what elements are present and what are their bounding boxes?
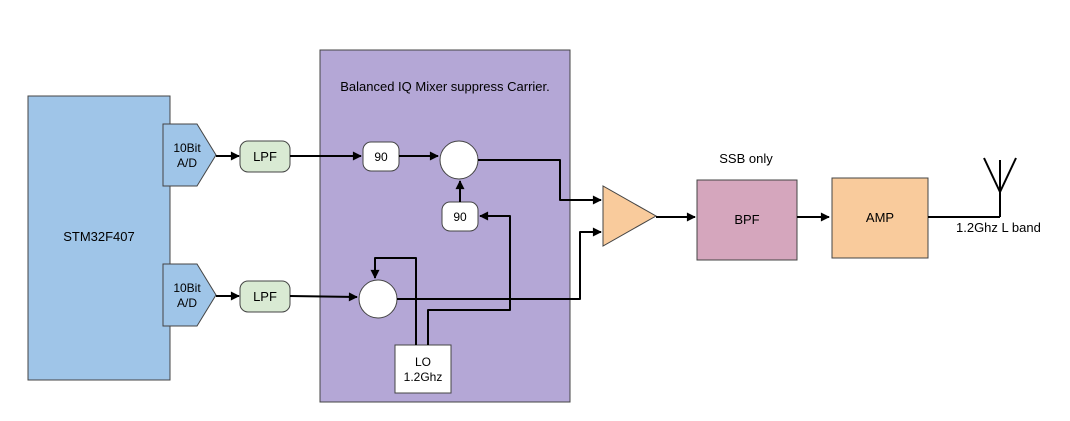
amp-label: AMP [866, 210, 894, 225]
mcu-block [27, 95, 171, 381]
phase-90-lo-label: 90 [453, 210, 467, 224]
lpf-bottom-label: LPF [253, 289, 277, 304]
wire-lo-to-mixer-bottom [370, 257, 417, 345]
phase-90-i-label: 90 [374, 150, 388, 164]
mcu-label: STM32F407 [63, 229, 135, 244]
adc-bottom-block [162, 263, 217, 327]
amp-block [831, 177, 929, 259]
bpf-block [696, 179, 798, 261]
mixer-region-title: Balanced IQ Mixer suppress Carrier. [340, 79, 550, 94]
adc-top-label-line2: A/D [177, 156, 197, 170]
antenna-right-arm-icon [999, 157, 1017, 193]
wire-mixer-bottom-to-combiner [397, 227, 602, 300]
wire-lpf-bottom-to-mixer-bottom [289, 292, 358, 302]
mixer-bottom-node [358, 279, 398, 319]
lo-block [394, 344, 452, 394]
lo-label-line1: LO [415, 355, 431, 369]
adc-bottom-label-line1: 10Bit [173, 281, 201, 295]
adc-top-block [162, 123, 217, 187]
wire-lo-to-phase90lo [427, 211, 511, 345]
lo-label-line2: 1.2Ghz [404, 370, 443, 384]
adc-bottom-label-line2: A/D [177, 296, 197, 310]
bpf-label: BPF [734, 212, 759, 227]
antenna-left-arm-icon [983, 157, 1001, 193]
mixer-top-node [439, 140, 479, 180]
lpf-top-label: LPF [253, 149, 277, 164]
output-band-label: 1.2Ghz L band [956, 220, 1041, 235]
ssb-only-note: SSB only [719, 151, 773, 166]
combiner-triangle [602, 185, 658, 247]
adc-top-label-line1: 10Bit [173, 141, 201, 155]
wire-mixer-top-to-combiner [478, 159, 602, 205]
